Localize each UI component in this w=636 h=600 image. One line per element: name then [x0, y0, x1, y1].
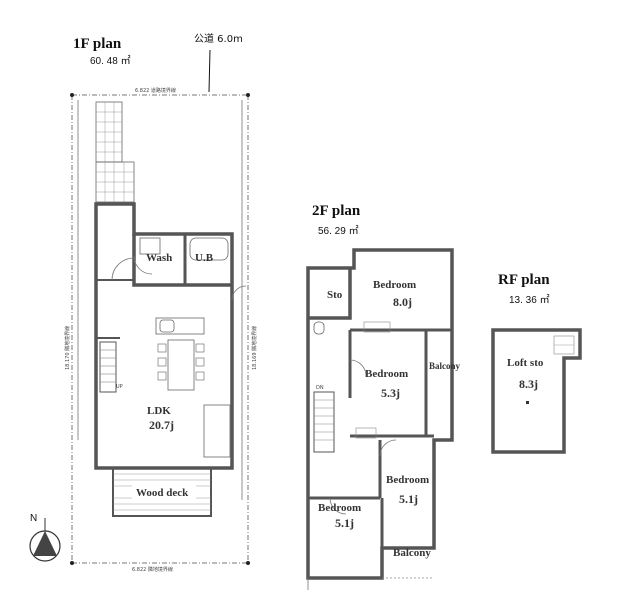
floorR-area: 13. 36 ㎡: [509, 294, 550, 306]
floorR-title: RF plan: [498, 272, 550, 288]
ldk-size: 20.7j: [149, 418, 174, 432]
ub-label: U.B: [195, 252, 214, 264]
bedroom-51-left-size: 5.1j: [335, 516, 354, 530]
north-compass: [29, 518, 61, 562]
bedroom-51-right-label: Bedroom: [386, 474, 429, 486]
boundary-right-label: 18.169 隣地境界線: [251, 326, 258, 370]
storage-label: Sto: [327, 289, 343, 301]
stairs-down-label: DN: [316, 385, 324, 391]
bedroom-53-label: Bedroom: [365, 368, 408, 380]
boundary-left-label: 18.170 隣地境界線: [64, 326, 71, 370]
wash-label: Wash: [146, 252, 172, 264]
bedroom-8-label: Bedroom: [373, 279, 416, 291]
road-label: 公道 6.0m: [194, 32, 243, 45]
floor2-title: 2F plan: [312, 203, 361, 219]
boundary-top-label: 6.822 道路境界線: [135, 87, 176, 94]
floor1-title: 1F plan: [73, 36, 122, 52]
loft-label: Loft sto: [507, 357, 544, 369]
road-indicator-line: [208, 49, 211, 93]
wood-deck: [112, 467, 212, 517]
loft-size: 8.3j: [519, 377, 538, 391]
roof-floor-walls: [491, 328, 582, 454]
floor1-site-boundary: [70, 93, 250, 565]
wood-deck-label: Wood deck: [136, 487, 189, 499]
stairs-up-label: UP: [116, 384, 123, 390]
floor1-area: 60. 48 ㎡: [90, 55, 131, 67]
bedroom-51-left-label: Bedroom: [318, 502, 361, 514]
floor2-area: 56. 29 ㎡: [318, 225, 359, 237]
bedroom-53-size: 5.3j: [381, 386, 400, 400]
boundary-bottom-label: 6.822 隣地境界線: [132, 566, 173, 573]
balcony-a-label: Balcony: [429, 361, 461, 371]
balcony-b-label: Balcony: [393, 547, 431, 559]
floor2-walls: [306, 248, 454, 590]
ldk-label: LDK: [147, 405, 171, 417]
floor1-walls: [94, 101, 247, 470]
bedroom-51-right-size: 5.1j: [399, 492, 418, 506]
north-label: N: [30, 513, 37, 524]
bedroom-8-size: 8.0j: [393, 295, 412, 309]
